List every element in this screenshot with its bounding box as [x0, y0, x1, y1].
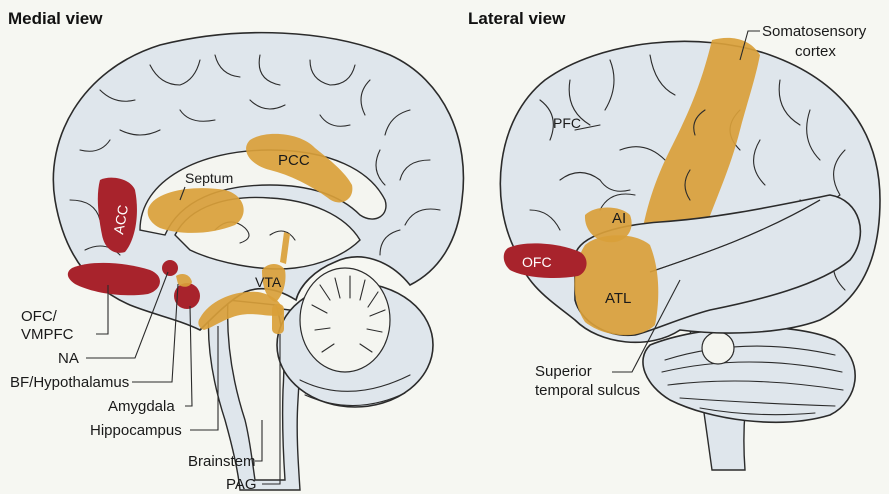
- atl-label: ATL: [605, 290, 631, 307]
- sts-label-1: Superior: [535, 363, 592, 380]
- septum-label: Septum: [185, 170, 233, 186]
- medial-view: Medial view ACC PCC Septum VTA: [8, 9, 463, 493]
- atl-region: [574, 235, 658, 335]
- vta-label: VTA: [255, 274, 282, 290]
- ai-label: AI: [612, 210, 626, 227]
- medial-na-region: [162, 260, 178, 276]
- ofc-vmpfc-label-1: OFC/: [21, 308, 58, 325]
- pcc-label: PCC: [278, 152, 310, 169]
- medial-arbor-vitae: [300, 268, 390, 372]
- medial-pag-region: [272, 304, 284, 334]
- sts-label-2: temporal sulcus: [535, 382, 640, 399]
- amygdala-label: Amygdala: [108, 398, 175, 415]
- pfc-label: PFC: [553, 115, 581, 131]
- ofc-label: OFC: [522, 254, 552, 270]
- ofc-vmpfc-label-2: VMPFC: [21, 326, 74, 343]
- pag-label: PAG: [226, 476, 257, 493]
- lateral-view: Lateral view PFC ATL AI OFC Somatosensor…: [468, 9, 880, 470]
- somatosensory-label-2: cortex: [795, 43, 836, 60]
- medial-view-title: Medial view: [8, 9, 103, 28]
- somatosensory-label-1: Somatosensory: [762, 23, 867, 40]
- lateral-pons: [702, 332, 734, 364]
- lateral-view-title: Lateral view: [468, 9, 566, 28]
- lateral-cerebellum: [643, 327, 855, 422]
- na-label: NA: [58, 350, 79, 367]
- hippocampus-label: Hippocampus: [90, 422, 182, 439]
- brainstem-label: Brainstem: [188, 453, 256, 470]
- bf-hypothalamus-label: BF/Hypothalamus: [10, 374, 129, 391]
